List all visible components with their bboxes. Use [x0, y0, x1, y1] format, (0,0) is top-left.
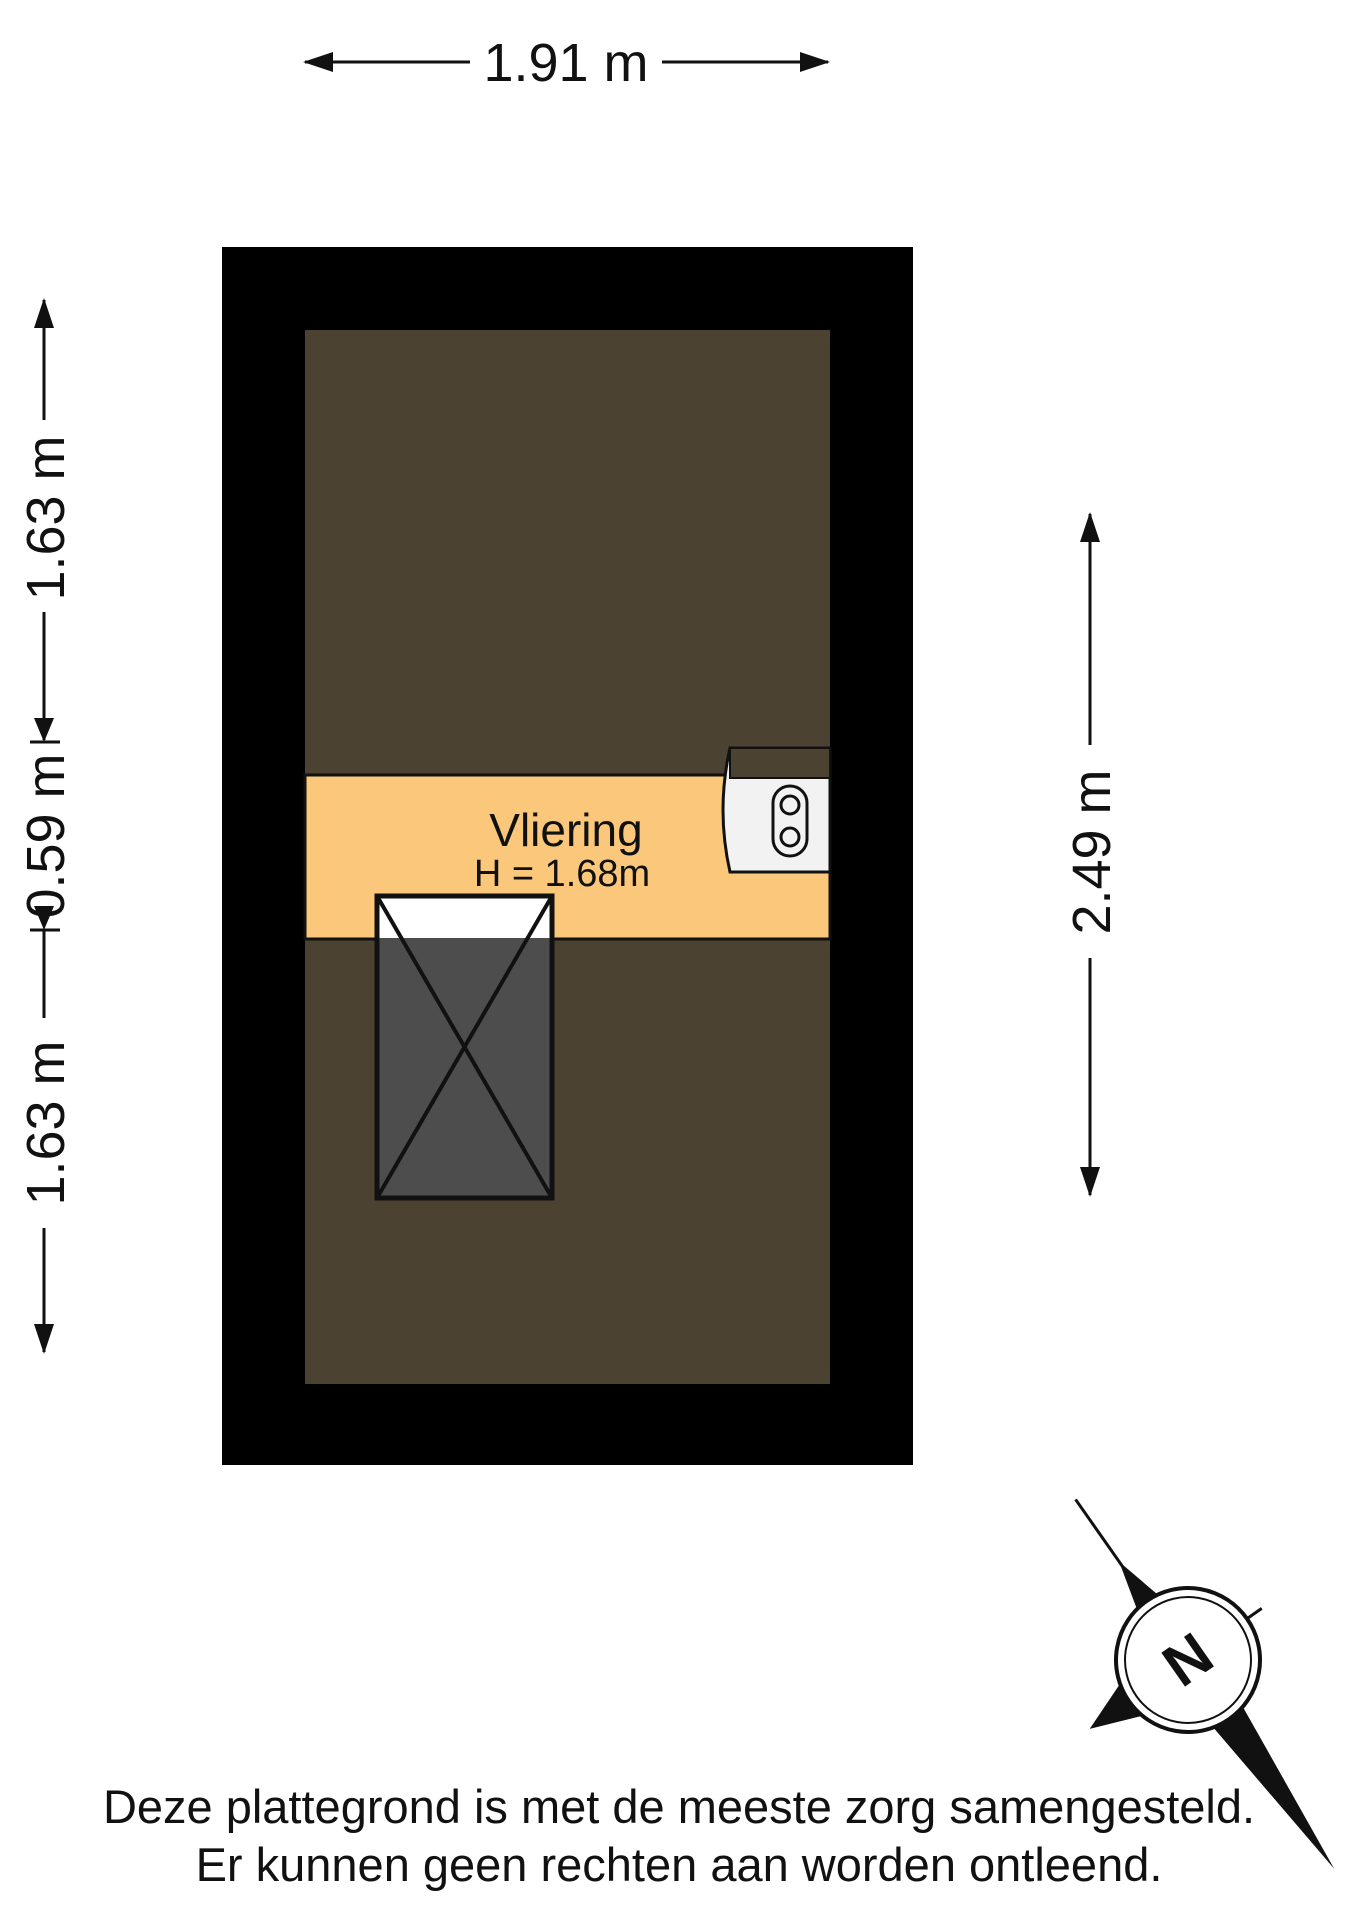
- disclaimer-line-2: Er kunnen geen rechten aan worden ontlee…: [195, 1838, 1163, 1891]
- left-bottom-label: 1.63 m: [16, 1040, 76, 1205]
- top-width-label: 1.91 m: [483, 33, 648, 93]
- disclaimer-line-1: Deze plattegrond is met de meeste zorg s…: [102, 1780, 1256, 1833]
- roof-hatch: [374, 893, 555, 1201]
- left-dimensions: 1.63 m 0.59 m 1.63 m: [16, 298, 76, 1354]
- left-top-label: 1.63 m: [16, 435, 76, 600]
- compass: N: [1074, 1498, 1335, 1869]
- room-height: H = 1.68m: [474, 853, 650, 895]
- boiler-fixture: [721, 746, 832, 874]
- right-height-label: 2.49 m: [1062, 769, 1122, 934]
- top-width-dimension: 1.91 m: [303, 33, 830, 93]
- left-middle-label: 0.59 m: [16, 753, 76, 918]
- right-height-dimension: 2.49 m: [1062, 512, 1122, 1197]
- room-name: Vliering: [489, 804, 642, 856]
